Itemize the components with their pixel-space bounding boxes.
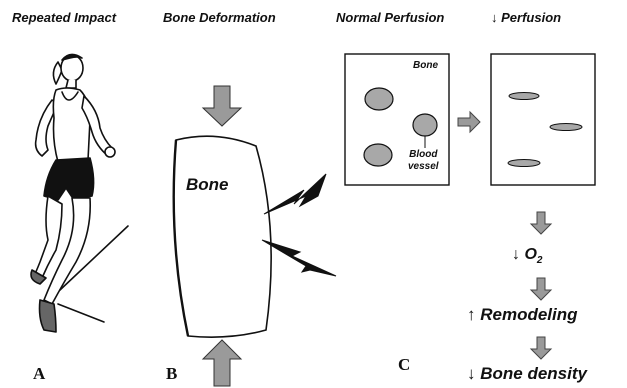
flow-remodeling: ↑ Remodeling bbox=[467, 305, 578, 325]
lightning-bolt-lower-icon bbox=[262, 240, 336, 276]
o2-subscript: 2 bbox=[537, 255, 543, 266]
panel-label-b: B bbox=[166, 364, 177, 384]
up-arrow-icon: ↑ bbox=[467, 305, 476, 324]
panel-label-a: A bbox=[33, 364, 45, 384]
compression-arrow-bottom-icon bbox=[203, 340, 241, 386]
lightning-bolt-upper-icon bbox=[264, 174, 326, 214]
normal-box-bone-label: Bone bbox=[413, 60, 438, 71]
panel-label-c: C bbox=[398, 355, 410, 375]
o2-label: O bbox=[524, 246, 536, 263]
blood-vessel-3 bbox=[364, 144, 392, 166]
flow-arrow-2-icon bbox=[531, 278, 551, 300]
reduced-perfusion-box bbox=[491, 54, 595, 185]
blood-vessel-1 bbox=[365, 88, 393, 110]
down-arrow-icon: ↓ bbox=[512, 246, 520, 263]
blood-vessel-2 bbox=[413, 114, 437, 136]
runner-illustration bbox=[31, 54, 128, 332]
bone-label: Bone bbox=[186, 175, 229, 195]
bone-density-label: Bone density bbox=[480, 364, 587, 383]
blood-vessel-label-line1: Blood bbox=[408, 149, 439, 161]
blood-vessel-label-line2: vessel bbox=[408, 161, 439, 173]
flow-o2: ↓ O2 bbox=[512, 246, 542, 266]
flow-arrow-3-icon bbox=[531, 337, 551, 359]
blood-vessel-label: Blood vessel bbox=[408, 149, 439, 173]
collapsed-vessel-3 bbox=[508, 160, 540, 167]
transition-arrow-icon bbox=[458, 112, 480, 132]
remodeling-label: Remodeling bbox=[480, 305, 577, 324]
collapsed-vessel-2 bbox=[550, 124, 582, 131]
down-arrow-icon: ↓ bbox=[467, 364, 476, 383]
compression-arrow-top-icon bbox=[203, 86, 241, 126]
flow-bone-density: ↓ Bone density bbox=[467, 364, 587, 384]
bent-bone-shape bbox=[174, 136, 271, 337]
collapsed-vessel-1 bbox=[509, 93, 539, 100]
flow-arrow-1-icon bbox=[531, 212, 551, 234]
